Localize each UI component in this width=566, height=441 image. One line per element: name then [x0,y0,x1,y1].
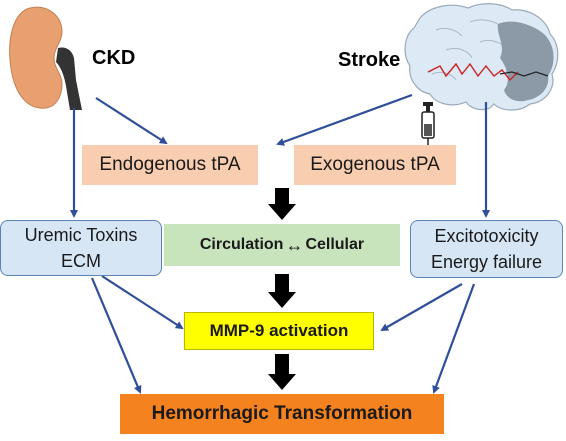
arrow-uremic-to-mmp9 [101,275,184,330]
uremic-toxins-line2: ECM [61,251,101,271]
cellular-label: Cellular [305,236,365,253]
arrow-uremic-to-hemorrhagic [90,277,142,394]
excitotoxicity-box: Excitotoxicity Energy failure [410,220,563,278]
arrow-ckd-to-endogenous [95,97,168,145]
blue-arrows [70,93,490,394]
black-arrows [268,188,296,390]
syringe-icon [421,102,435,150]
double-arrow-icon: ↔ [285,234,304,255]
hemorrhagic-transformation-box: Hemorrhagic Transformation [120,394,444,434]
ckd-label: CKD [92,47,136,69]
circulation-cellular-box: Circulation ↔ Cellular [164,224,400,266]
arrow-excito-to-mmp9 [380,283,463,331]
endogenous-tpa-box: Endogenous tPA [82,145,258,185]
excitotoxicity-line1: Excitotoxicity [434,226,539,246]
arrow-stroke-to-endogenous [276,93,413,146]
arrow-circulation-to-mmp9 [268,274,296,308]
arrow-tpa-to-circulation [268,188,296,220]
arrow-excito-to-hemorrhagic [432,283,476,394]
arrow-mmp9-to-hemorrhagic [268,354,296,390]
exogenous-tpa-box: Exogenous tPA [294,145,456,185]
kidney-icon [9,6,82,110]
brain-icon [404,3,559,111]
uremic-toxins-box: Uremic Toxins ECM [0,220,162,276]
stroke-label: Stroke [338,49,401,71]
excitotoxicity-line2: Energy failure [430,252,543,272]
uremic-toxins-line1: Uremic Toxins [24,225,138,245]
circulation-label: Circulation [199,236,284,253]
mmp9-activation-box: MMP-9 activation [184,312,374,350]
